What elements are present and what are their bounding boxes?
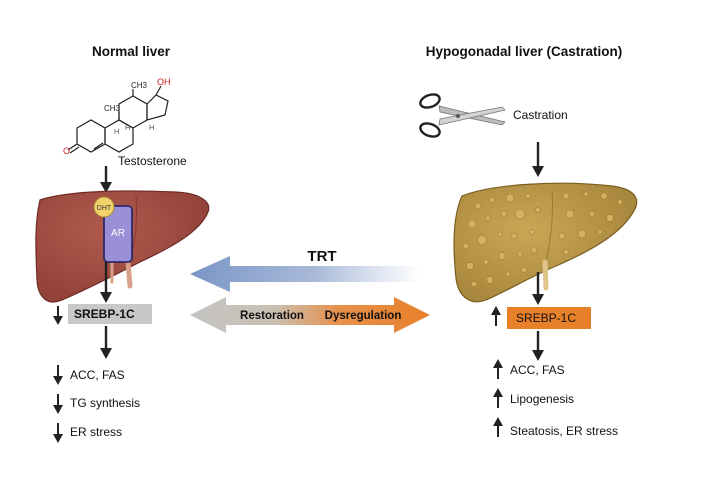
ar-receptor-label: AR: [111, 228, 125, 239]
right-panel-title: Hypogonadal liver (Castration): [426, 44, 623, 59]
srebp-down-arrow: [53, 306, 63, 325]
left-effect-1-label: ACC, FAS: [70, 368, 125, 382]
fatty-liver: [453, 182, 638, 303]
hydrogen-label-2: H: [125, 123, 130, 132]
srebp-hypogonadal-label: SREBP-1C: [516, 311, 576, 325]
srebp-hypogonadal-box: [507, 307, 591, 329]
castration-label: Castration: [513, 108, 568, 122]
dht-label: DHT: [97, 205, 112, 212]
methyl-top-label: CH3: [131, 81, 148, 90]
liver-to-srebp-arrow: [532, 272, 544, 305]
left-effect-2: TG synthesis: [53, 394, 140, 414]
hydrogen-label-1: H: [114, 127, 119, 136]
srebp-up-arrow: [491, 306, 501, 326]
trt-arrow: [190, 256, 420, 292]
testosterone-to-liver-arrow: [100, 166, 112, 193]
right-effect-2: Lipogenesis: [493, 388, 574, 408]
ar-to-srebp-arrow: [100, 262, 112, 303]
dysregulation-label: Dysregulation: [325, 310, 402, 322]
methyl-mid-label: CH3: [104, 104, 121, 113]
right-effect-3: Steatosis, ER stress: [493, 417, 618, 438]
hydroxyl-label: OH: [157, 77, 171, 87]
srebp-normal-box: [68, 304, 152, 324]
testosterone-label: Testosterone: [118, 154, 187, 168]
srebp-normal-label: SREBP-1C: [74, 307, 135, 321]
right-effect-1-label: ACC, FAS: [510, 363, 565, 377]
right-effect-2-label: Lipogenesis: [510, 392, 574, 406]
carbonyl-oxygen-label: O: [63, 146, 70, 156]
ar-receptor: [103, 205, 133, 263]
castration-to-liver-arrow: [532, 142, 544, 177]
left-effect-3: ER stress: [53, 423, 122, 443]
right-effect-3-label: Steatosis, ER stress: [510, 424, 618, 438]
scissors-icon: [419, 93, 506, 138]
hydrogen-label-3: H: [149, 123, 154, 132]
restoration-label: Restoration: [240, 310, 304, 322]
left-effect-1: ACC, FAS: [53, 365, 125, 385]
srebp-to-right-effects-arrow: [532, 331, 544, 361]
dht-ligand: [93, 196, 115, 218]
right-effect-1: ACC, FAS: [493, 359, 565, 379]
left-effect-2-label: TG synthesis: [70, 396, 140, 410]
left-panel-title: Normal liver: [92, 44, 171, 59]
restoration-dysregulation-arrow: [190, 297, 430, 333]
srebp-to-effects-arrow: [100, 326, 112, 359]
testosterone-molecule: [67, 85, 169, 154]
trt-label: TRT: [307, 248, 336, 265]
left-effect-3-label: ER stress: [70, 425, 122, 439]
